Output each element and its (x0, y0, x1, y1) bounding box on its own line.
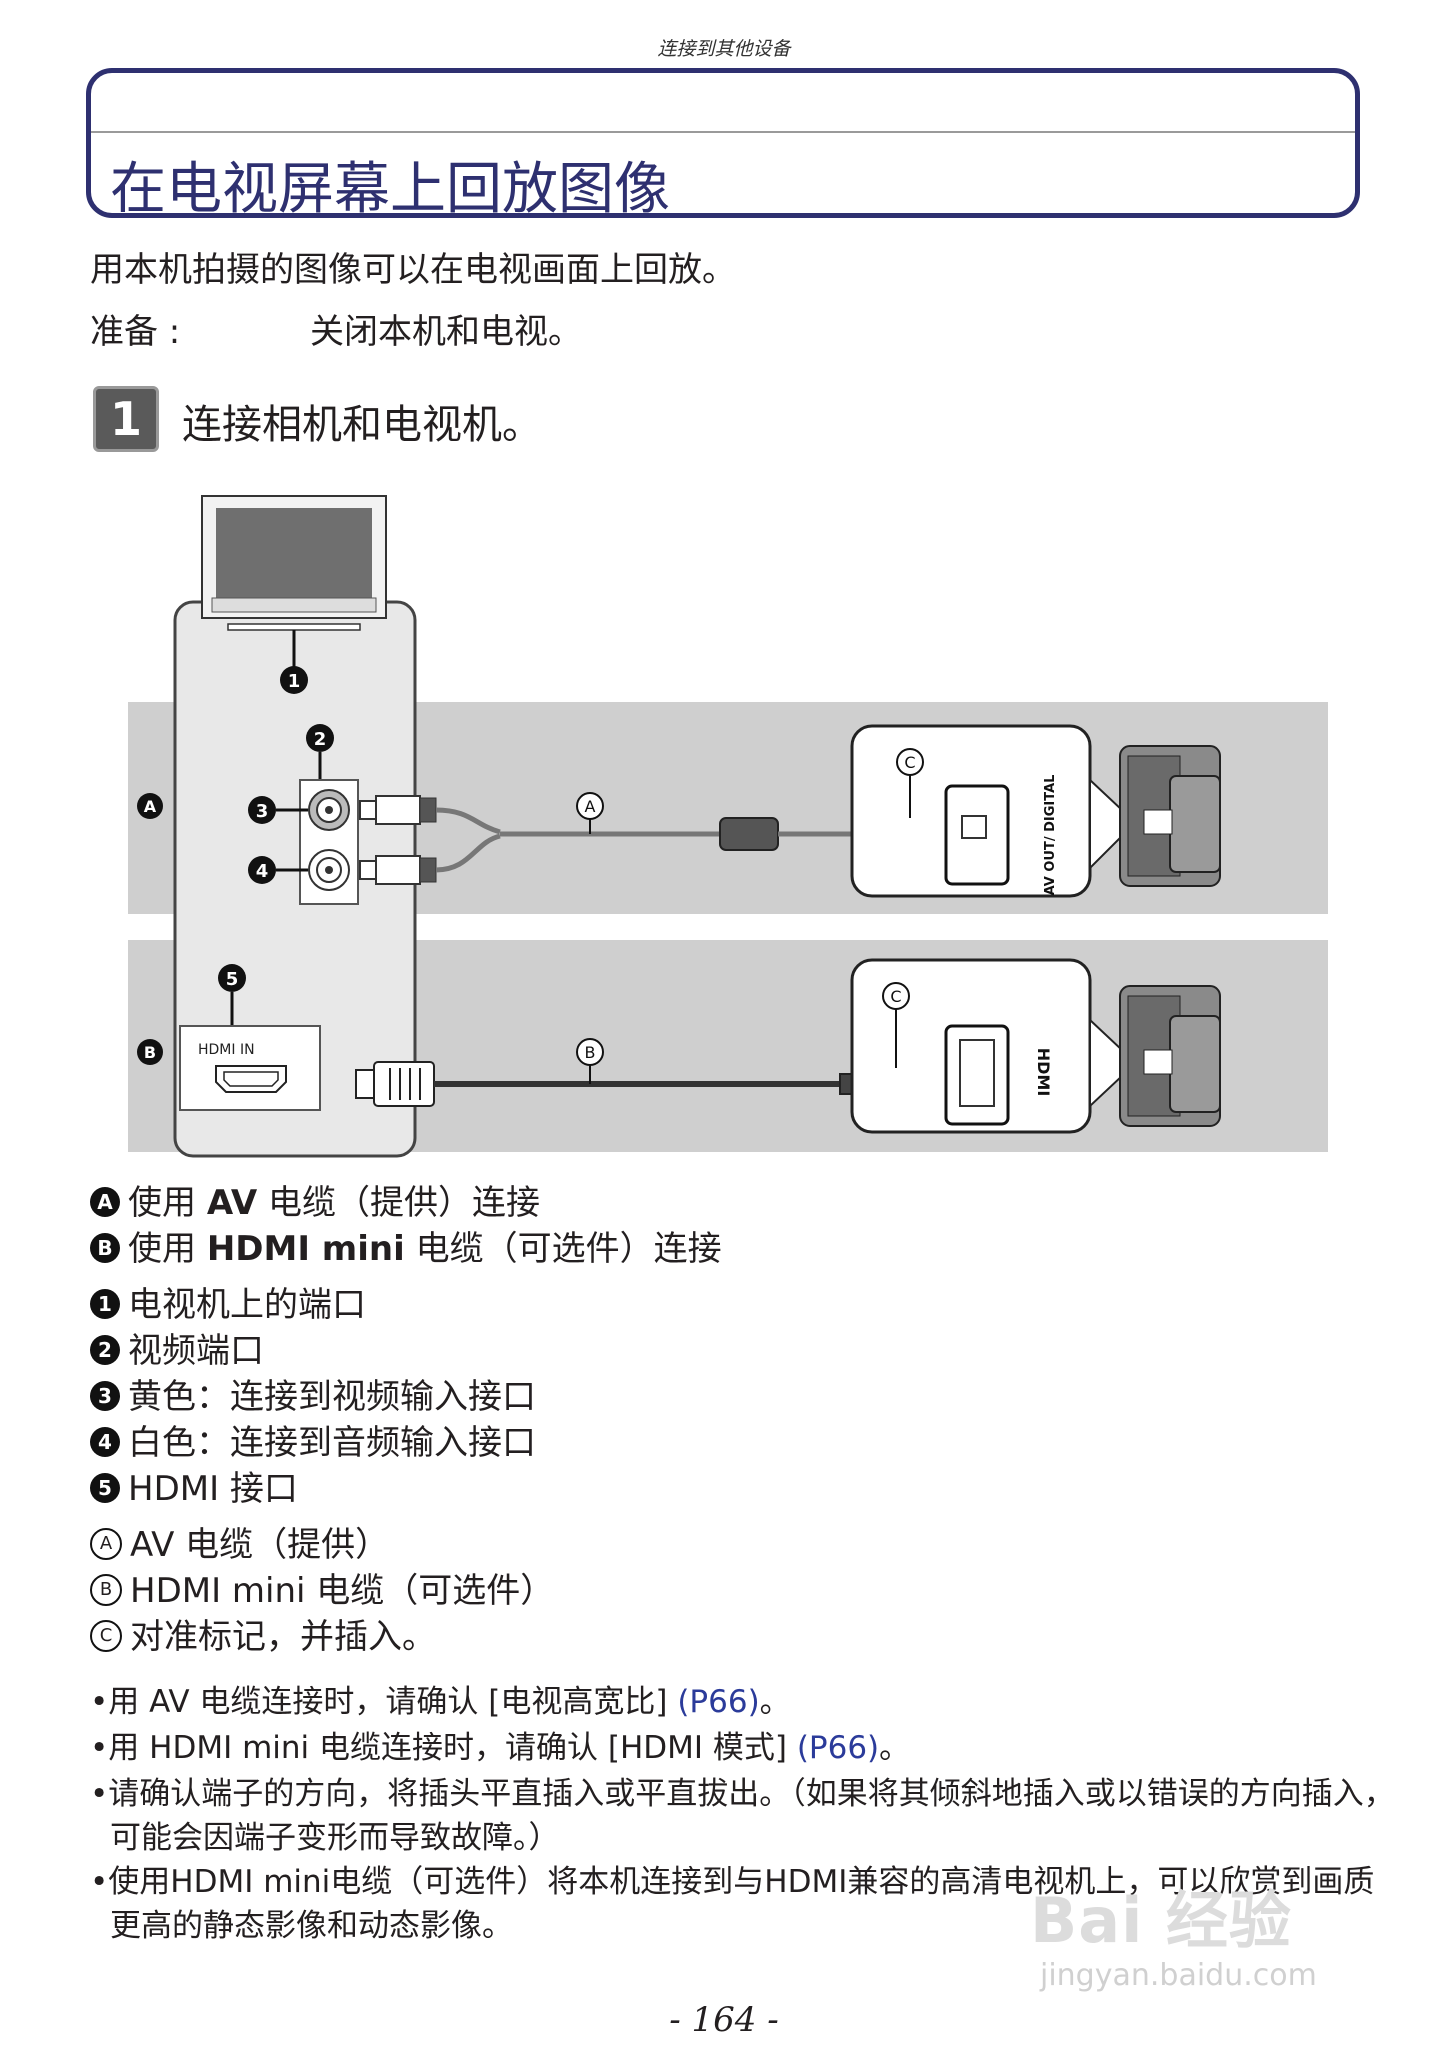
cable-c-text: 对准标记，并插入。 (130, 1617, 436, 1657)
callout-2-label: 2 (314, 729, 327, 750)
port-3-text: 黄色：连接到视频输入接口 (128, 1377, 536, 1417)
av-cable (435, 807, 720, 873)
av-plug-yellow (359, 795, 437, 825)
port-5-text: HDMI 接口 (128, 1469, 298, 1509)
callout-5 (218, 964, 246, 992)
legend-connection-a: A 使用 AV 电缆（提供）连接 (90, 1186, 540, 1220)
yellow-jack-icon (308, 789, 350, 831)
camera-icon-b (1119, 985, 1221, 1127)
intro-text: 用本机拍摄的图像可以在电视画面上回放。 (90, 250, 736, 290)
port-4-badge: 4 (90, 1426, 120, 1457)
legend-connection-b: B 使用 HDMI mini 电缆（可选件）连接 (90, 1232, 722, 1266)
port-1-badge: 1 (90, 1288, 120, 1319)
legend-a-pre: 使用 (128, 1183, 207, 1223)
port-2-badge: 2 (90, 1334, 120, 1365)
cable-b-text: HDMI mini 电缆（可选件） (130, 1571, 555, 1611)
page-number: - 164 - (669, 2000, 779, 2040)
title-frame (86, 68, 1360, 218)
white-jack-icon (308, 849, 350, 891)
hdmi-port-icon (215, 1065, 287, 1093)
cable-b-marker-label: B (585, 1043, 596, 1062)
legend-port-4: 4 白色：连接到音频输入接口 (90, 1426, 536, 1460)
port-3-badge: 3 (90, 1380, 120, 1411)
marker-b-connection (137, 1039, 163, 1065)
note-1-text: 用 AV 电缆连接时，请确认 [电视高宽比] (108, 1684, 668, 1720)
section-header: 连接到其他设备 (657, 38, 791, 60)
legend-b-pre: 使用 (128, 1229, 207, 1269)
note-2-end: 。 (879, 1730, 911, 1766)
note-1-page-link[interactable]: (P66) (667, 1684, 760, 1720)
marker-c-b-label: C (890, 987, 901, 1006)
cable-a-marker-label: A (585, 797, 596, 816)
note-2: •用 HDMI mini 电缆连接时，请确认 [HDMI 模式] (P66)。 (90, 1730, 911, 1766)
marker-b-label: B (144, 1043, 156, 1062)
av-out-digital-label: AV OUT/ DIGITAL (1043, 775, 1058, 896)
step-text: 连接相机和电视机。 (182, 402, 542, 448)
callout-3 (248, 796, 276, 824)
hdmi-port-label: HDMI (1034, 1048, 1053, 1097)
preparation-text: 关闭本机和电视。 (310, 312, 582, 352)
callout-3-label: 3 (256, 801, 269, 822)
cable-b-badge: B (90, 1573, 122, 1606)
marker-b-badge: B (90, 1232, 120, 1263)
legend-b-bold: HDMI mini (206, 1229, 405, 1269)
port-1-text: 电视机上的端口 (128, 1285, 366, 1325)
marker-c-a-label: C (904, 753, 915, 772)
cable-a-text: AV 电缆（提供） (130, 1525, 390, 1565)
note-3: •请确认端子的方向，将插头平直插入或平直拔出。（如果将其倾斜地插入或以错误的方向… (90, 1776, 1395, 1856)
watermark-brand: Bai 经验 (1030, 1884, 1292, 1957)
step-number-badge: 1 (93, 386, 159, 452)
port-2-text: 视频端口 (128, 1331, 264, 1371)
av-plug-white (359, 855, 437, 885)
note-2-text: 用 HDMI mini 电缆连接时，请确认 [HDMI 模式] (108, 1730, 787, 1766)
connection-diagram: 1 2 3 4 A A C (128, 495, 1328, 1158)
note-3-text: 请确认端子的方向，将插头平直插入或平直拔出。（如果将其倾斜地插入或以错误的方向插… (108, 1776, 1395, 1856)
legend-port-1: 1 电视机上的端口 (90, 1288, 366, 1322)
television-icon (201, 495, 387, 631)
callout-4-label: 4 (256, 861, 269, 882)
callout-1-label: 1 (288, 671, 301, 692)
cable-a-badge: A (90, 1527, 122, 1560)
legend-a-post: 电缆（提供）连接 (257, 1183, 540, 1223)
note-1: •用 AV 电缆连接时，请确认 [电视高宽比] (P66)。 (90, 1684, 791, 1720)
marker-a-badge: A (90, 1186, 120, 1217)
watermark-url: jingyan.baidu.com (1040, 1958, 1317, 1993)
legend-a-bold: AV (206, 1183, 258, 1223)
port-5-badge: 5 (90, 1472, 120, 1503)
title-divider (91, 131, 1355, 133)
legend-b-post: 电缆（可选件）连接 (404, 1229, 722, 1269)
callout-2 (306, 724, 334, 752)
callout-1 (280, 666, 308, 694)
marker-a-label: A (144, 797, 157, 816)
hdmi-in-label: HDMI IN (198, 1042, 255, 1058)
note-2-page-link[interactable]: (P66) (786, 1730, 880, 1766)
note-1-end: 。 (759, 1684, 791, 1720)
preparation-label: 准备 : (90, 312, 181, 352)
ferrite-core-icon (719, 817, 779, 851)
legend-port-3: 3 黄色：连接到视频输入接口 (90, 1380, 536, 1414)
port-4-text: 白色：连接到音频输入接口 (128, 1423, 536, 1463)
page-title: 在电视屏幕上回放图像 (110, 157, 670, 222)
camera-icon-a (1119, 745, 1221, 887)
note-4-text: 使用HDMI mini电缆（可选件）将本机连接到与HDMI兼容的高清电视机上，可… (108, 1864, 1375, 1944)
marker-a-connection (137, 793, 163, 819)
callout-4 (248, 856, 276, 884)
legend-port-2: 2 视频端口 (90, 1334, 264, 1368)
cable-c-badge: C (90, 1619, 122, 1652)
note-4: •使用HDMI mini电缆（可选件）将本机连接到与HDMI兼容的高清电视机上，… (90, 1864, 1375, 1944)
legend-port-5: 5 HDMI 接口 (90, 1472, 298, 1506)
callout-5-label: 5 (226, 969, 239, 990)
